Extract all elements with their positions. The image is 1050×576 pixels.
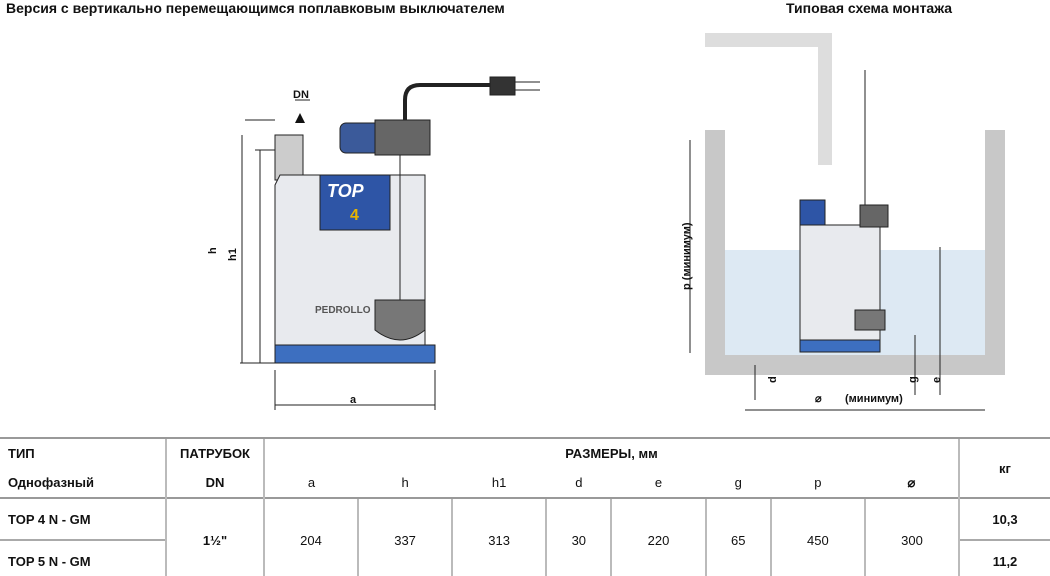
pedrollo-logo: PEDROLLO	[315, 305, 371, 316]
model-logo: 4	[350, 207, 359, 224]
installation-diagram: p (минимум) d g e ⌀ (минимум)	[681, 33, 1005, 411]
dim-col: g	[734, 475, 742, 490]
right-title: Типовая схема монтажа	[786, 0, 953, 16]
p-label: p (минимум)	[681, 222, 693, 290]
weight-cell: 11,2	[958, 539, 1050, 576]
dim-value: 220	[610, 497, 706, 576]
header-weight: кг	[958, 437, 1050, 498]
header-dims: РАЗМЕРЫ, мм	[263, 437, 959, 468]
dim-value: 204	[262, 497, 359, 576]
h-label: h	[207, 247, 219, 254]
dim-col: h	[401, 475, 409, 490]
header-port: ПАТРУБОК	[165, 437, 264, 468]
dim-col: e	[654, 475, 663, 490]
weight-cell: 10,3	[958, 497, 1050, 540]
header-port-sub: DN	[165, 468, 264, 498]
pump-dimension-drawing: DN h h1 a TOP 4 PEDROLLO	[207, 76, 540, 410]
dim-value: 300	[863, 497, 959, 576]
d-label: d	[767, 376, 779, 383]
diameter-symbol: ⌀	[815, 393, 822, 405]
header-type: ТИП	[0, 437, 166, 468]
dim-value: 65	[704, 497, 771, 576]
dim-col: h1	[491, 475, 507, 490]
e-label: e	[931, 377, 943, 383]
diameter-note: (минимум)	[845, 393, 903, 405]
spec-table: ТИП ПАТРУБОК РАЗМЕРЫ, мм кг Однофазный D…	[0, 437, 1050, 576]
dim-value: 30	[545, 497, 612, 576]
brand-logo: TOP	[327, 181, 365, 201]
dim-col: a	[262, 468, 359, 498]
dim-value: 337	[357, 497, 453, 576]
dim-value: 313	[451, 497, 547, 576]
dim-col: d	[575, 475, 583, 490]
dim-col: ⌀	[907, 474, 916, 490]
header-type-sub: Однофазный	[8, 475, 95, 490]
model-cell: TOP 5 N - GM	[0, 539, 166, 576]
model-cell: TOP 4 N - GM	[0, 497, 166, 540]
dn-value: 1½"	[165, 497, 264, 576]
dim-col: p	[814, 475, 822, 490]
left-title: Версия с вертикально перемещающимся попл…	[6, 0, 505, 16]
dn-label: DN	[293, 89, 309, 101]
dim-value: 450	[769, 497, 865, 576]
h1-label: h1	[227, 248, 239, 261]
a-label: a	[350, 394, 357, 406]
g-label: g	[907, 376, 919, 383]
